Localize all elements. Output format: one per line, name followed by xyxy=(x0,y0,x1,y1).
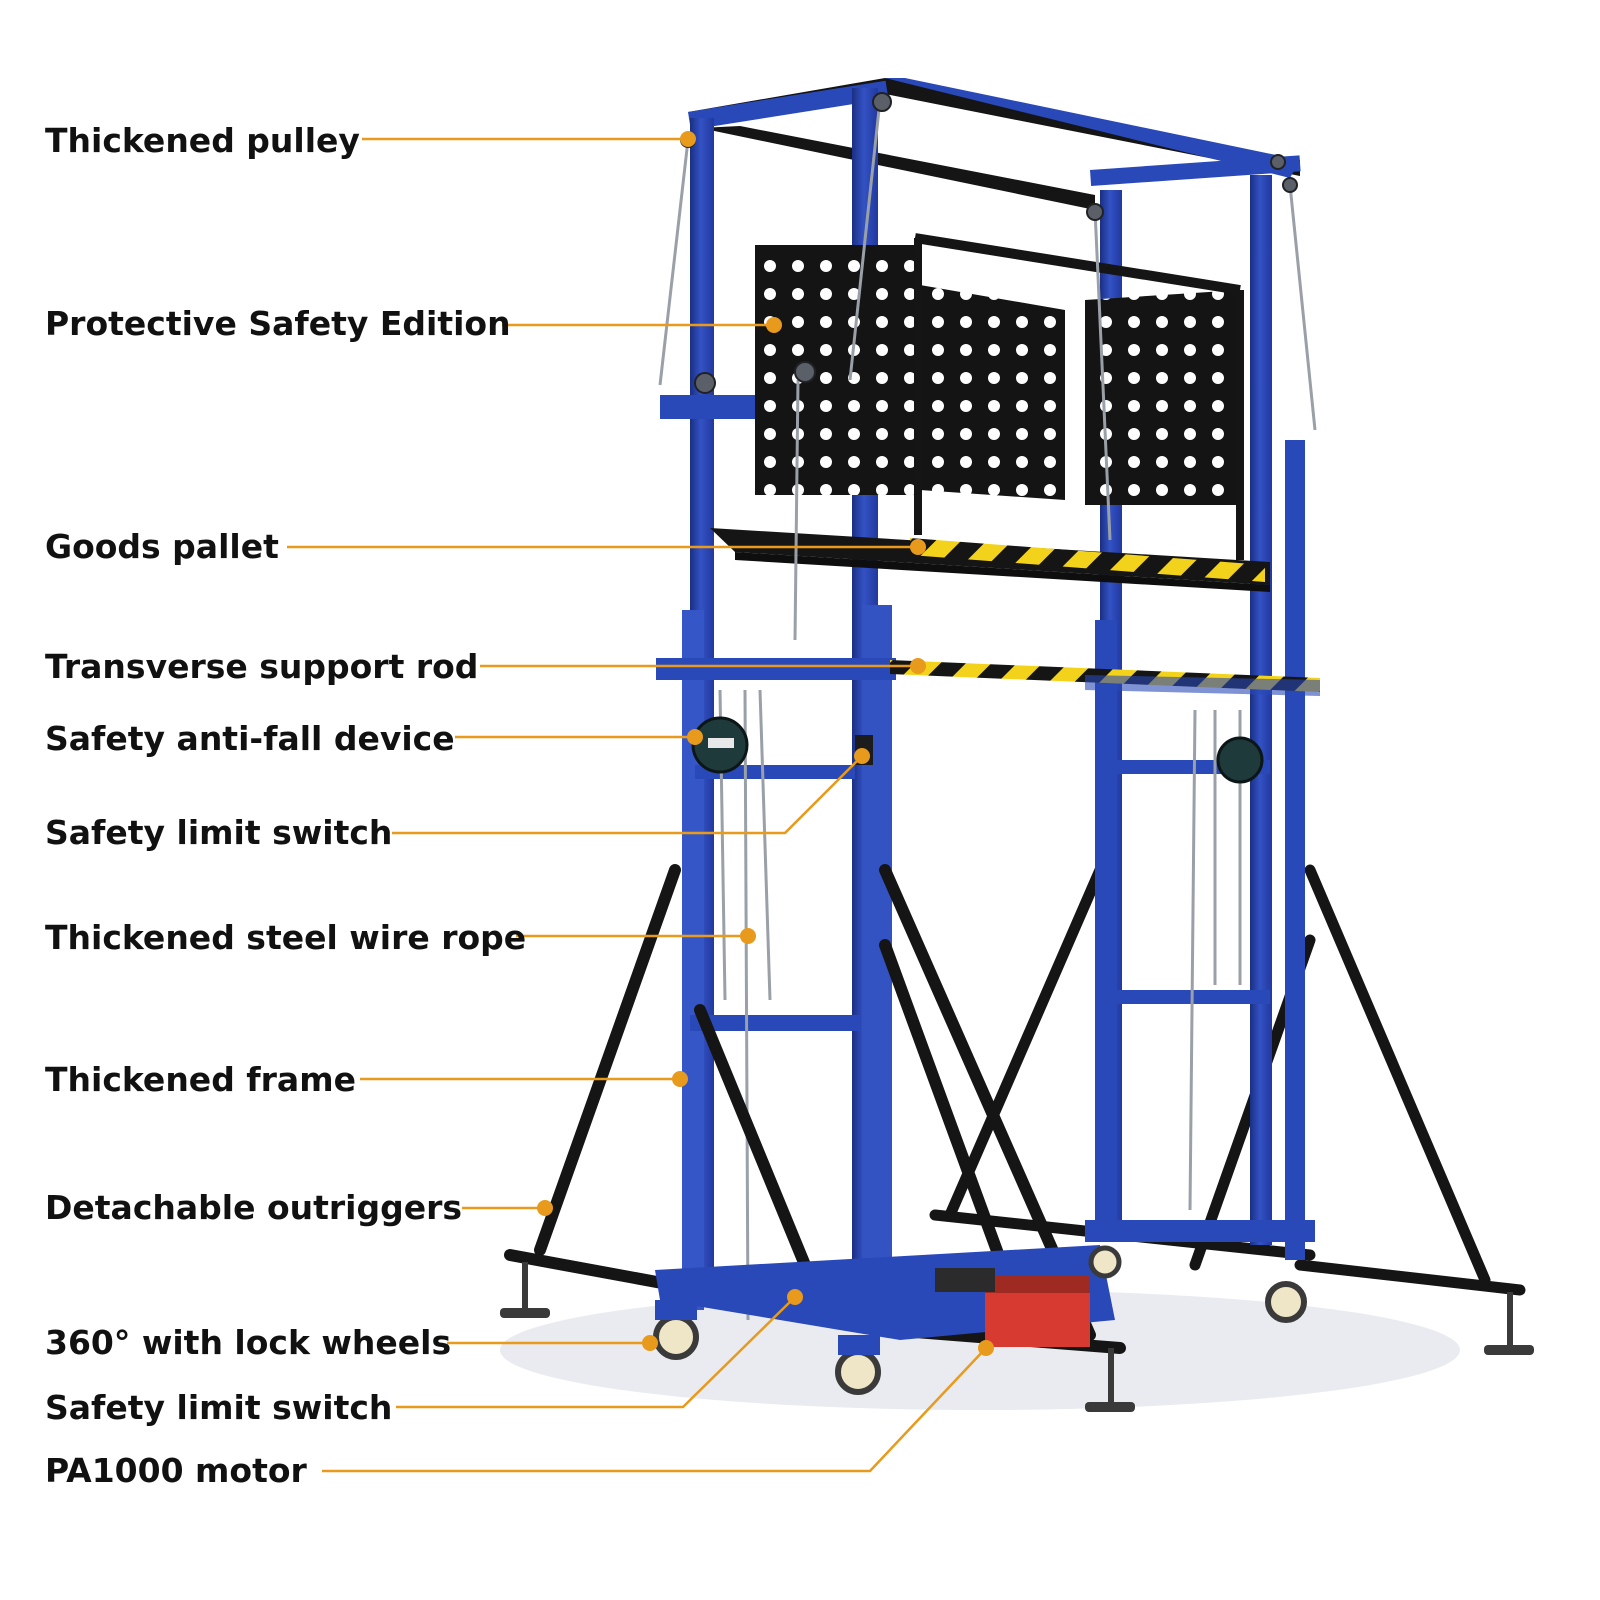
lock-wheels-label: 360° with lock wheels xyxy=(45,1323,452,1362)
transverse-support-rod-label: Transverse support rod xyxy=(45,647,479,686)
caster-wheels xyxy=(653,1245,1307,1395)
safety-limit-switch-lower-marker-dot xyxy=(787,1289,803,1305)
goods-pallet-shape xyxy=(710,528,1270,592)
thickened-frame-marker-dot xyxy=(672,1071,688,1087)
detachable-outriggers-label: Detachable outriggers xyxy=(45,1188,463,1227)
safety-limit-switch-lower-label: Safety limit switch xyxy=(45,1388,393,1427)
transverse-rod xyxy=(656,658,1320,696)
safety-anti-fall-device-marker-dot xyxy=(687,729,703,745)
transverse-support-rod-marker-dot xyxy=(910,658,926,674)
safety-anti-fall-device-label: Safety anti-fall device xyxy=(45,719,455,758)
safety-panels xyxy=(755,233,1244,560)
protective-safety-edition-label: Protective Safety Edition xyxy=(45,304,511,343)
thickened-pulley-marker-dot xyxy=(680,131,696,147)
safety-limit-switch-upper-marker-dot xyxy=(854,748,870,764)
protective-safety-edition-marker-dot xyxy=(766,317,782,333)
safety-limit-switch-upper-leader-line xyxy=(392,755,863,835)
goods-pallet-marker-dot xyxy=(910,539,926,555)
base-and-motor xyxy=(655,1245,1115,1347)
thickened-pulley-label: Thickened pulley xyxy=(45,121,360,160)
leveling-feet xyxy=(500,1262,1534,1412)
goods-pallet-label: Goods pallet xyxy=(45,527,279,566)
anti-fall-devices xyxy=(691,716,1264,784)
lock-wheels-marker-dot xyxy=(642,1335,658,1351)
leader-lines xyxy=(287,131,994,1473)
pa1000-motor-leader-line xyxy=(322,1347,987,1473)
rear-tower xyxy=(1085,175,1315,1260)
thickened-steel-wire-rope-label: Thickened steel wire rope xyxy=(45,918,527,957)
front-tower xyxy=(660,88,900,1315)
pa1000-motor-label: PA1000 motor xyxy=(45,1451,307,1490)
thickened-frame-label: Thickened frame xyxy=(45,1060,356,1099)
safety-limit-switch-lower-leader-line xyxy=(396,1296,796,1409)
safety-limit-switch-upper-label: Safety limit switch xyxy=(45,813,393,852)
top-frame xyxy=(688,78,1301,210)
detachable-outriggers-marker-dot xyxy=(537,1200,553,1216)
pa1000-motor-marker-dot xyxy=(978,1340,994,1356)
thickened-steel-wire-rope-marker-dot xyxy=(740,928,756,944)
